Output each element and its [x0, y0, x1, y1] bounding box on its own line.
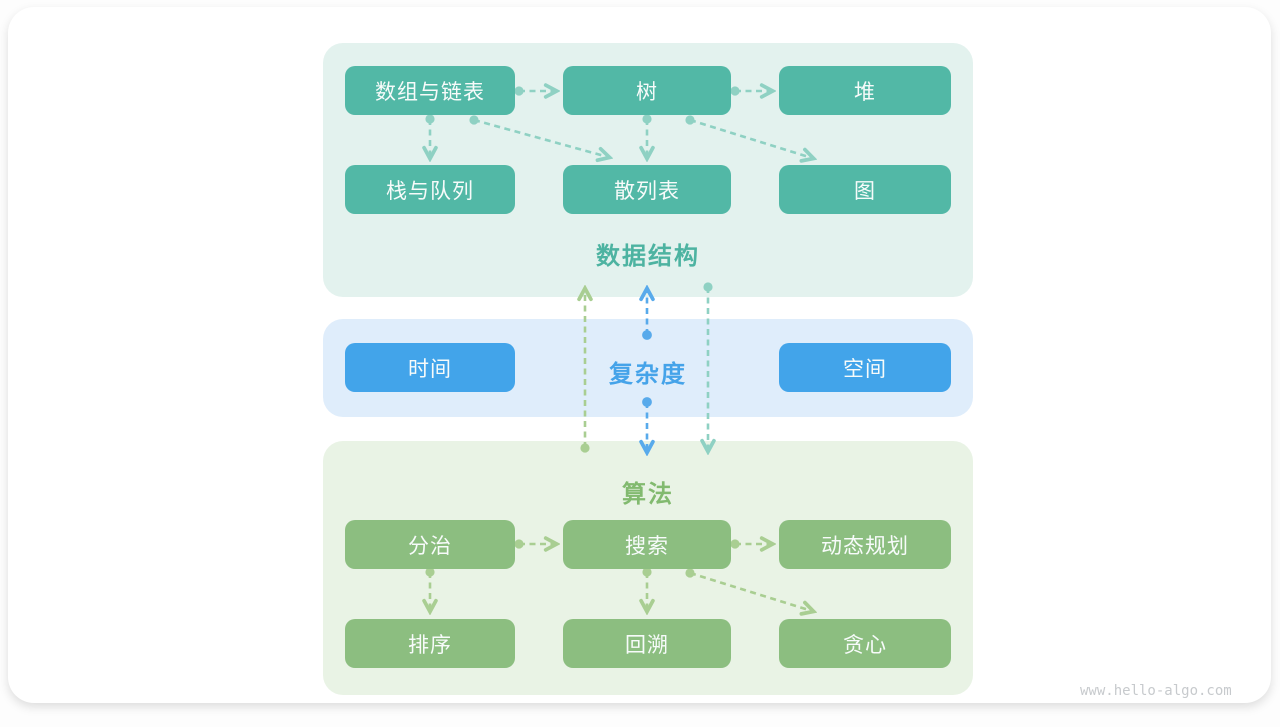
- node-hash-table: 散列表: [563, 165, 731, 214]
- title-data-structures: 数据结构: [596, 243, 700, 270]
- node-arrays-linked-lists: 数组与链表: [345, 66, 515, 115]
- diagram-card: 数组与链表 树 堆 栈与队列 散列表 图 数据结构 时间 空间 复杂度 算法 分…: [8, 7, 1271, 703]
- node-time: 时间: [345, 343, 515, 392]
- node-sorting: 排序: [345, 619, 515, 668]
- node-tree: 树: [563, 66, 731, 115]
- node-graph: 图: [779, 165, 951, 214]
- node-divide-conquer: 分治: [345, 520, 515, 569]
- node-search: 搜索: [563, 520, 731, 569]
- node-stack-queue: 栈与队列: [345, 165, 515, 214]
- node-space: 空间: [779, 343, 951, 392]
- node-backtracking: 回溯: [563, 619, 731, 668]
- title-complexity: 复杂度: [609, 361, 687, 388]
- node-dynamic-programming: 动态规划: [779, 520, 951, 569]
- node-heap: 堆: [779, 66, 951, 115]
- watermark-url: www.hello-algo.com: [1080, 683, 1232, 699]
- node-greedy: 贪心: [779, 619, 951, 668]
- title-algorithms: 算法: [622, 481, 674, 508]
